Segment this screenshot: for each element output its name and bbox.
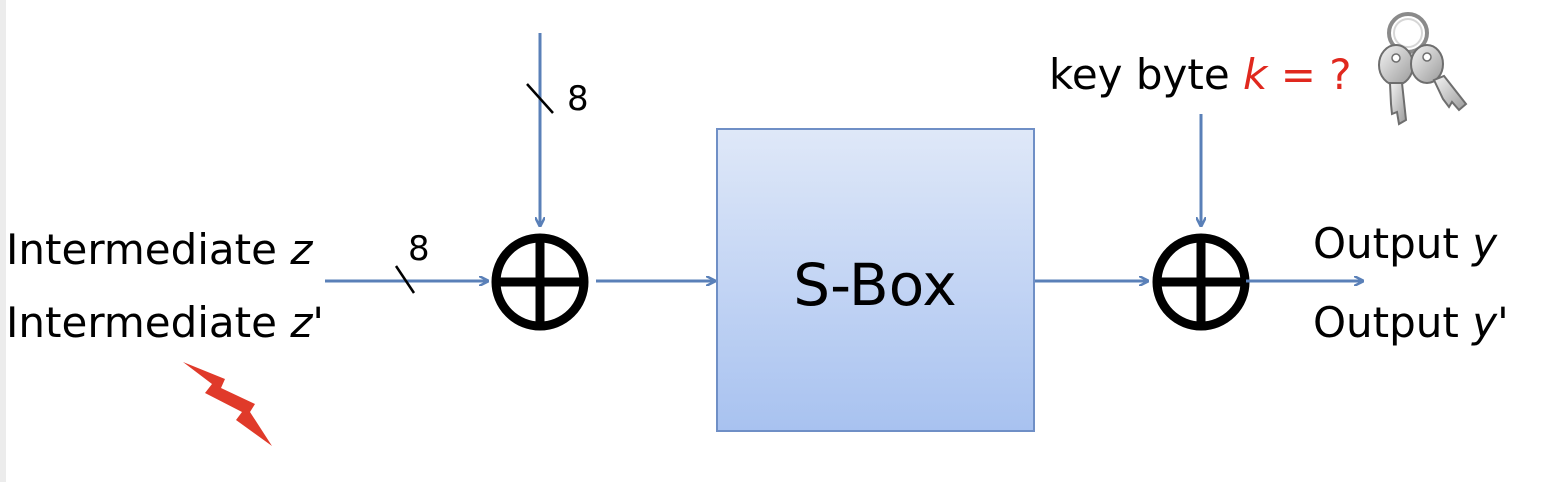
key-byte-text: key byte	[1049, 50, 1243, 99]
output-y-prime-label: Output y'	[1313, 298, 1509, 347]
output-y-label: Output y	[1313, 219, 1498, 268]
lightning-bolt-icon	[183, 362, 272, 446]
intermediate-width-slash	[394, 265, 416, 294]
intermediate-z-prime-text: Intermediate	[6, 298, 290, 347]
key-byte-label: key byte k = ?	[1049, 50, 1352, 99]
key-byte-var: k	[1243, 50, 1269, 99]
intermediate-width-label: 8	[408, 229, 430, 269]
sbox-label: S-Box	[793, 251, 957, 319]
intermediate-z-prime-label: Intermediate z'	[6, 298, 324, 347]
intermediate-z-var: z	[289, 225, 313, 274]
xor-key-icon	[1152, 233, 1250, 331]
intermediate-z-prime-var: z'	[289, 298, 324, 347]
output-y-var: y	[1470, 219, 1498, 268]
intermediate-z-text: Intermediate	[6, 225, 290, 274]
xor-input-icon	[491, 233, 589, 331]
output-y-text: Output	[1313, 219, 1472, 268]
top-width-slash	[526, 83, 554, 114]
intermediate-z-label: Intermediate z	[6, 225, 313, 274]
top-width-label: 8	[567, 79, 589, 119]
keys-icon	[1378, 12, 1468, 126]
sbox-block	[716, 128, 1035, 432]
key-byte-suffix: = ?	[1267, 50, 1351, 99]
output-y-prime-text: Output	[1313, 298, 1472, 347]
output-y-prime-var: y'	[1470, 298, 1508, 347]
left-edge-shade	[0, 0, 6, 482]
